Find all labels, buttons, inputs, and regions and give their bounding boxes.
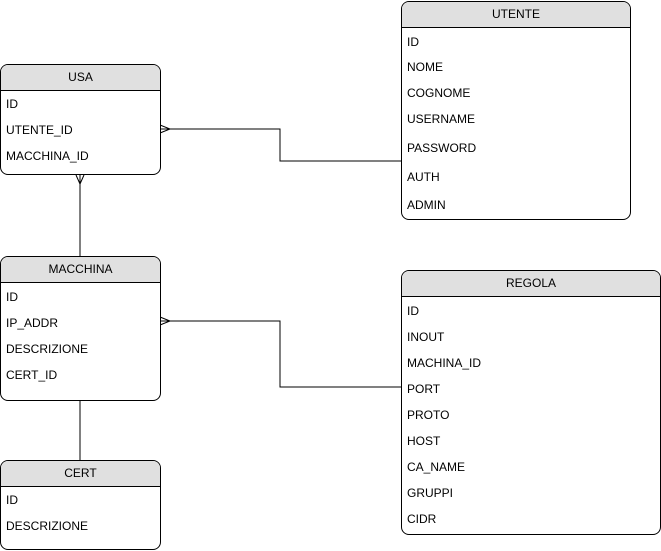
relation-usa-utente xyxy=(160,128,401,162)
field-ip-addr: IP_ADDR xyxy=(6,316,59,330)
entity-macchina[interactable]: MACCHINA ID IP_ADDR DESCRIZIONE CERT_ID xyxy=(0,256,161,401)
crowfoot-macchina-regola xyxy=(159,316,172,326)
entity-title-macchina: MACCHINA xyxy=(1,257,160,283)
entity-cert[interactable]: CERT ID DESCRIZIONE xyxy=(0,460,161,550)
field-nome: NOME xyxy=(407,60,443,74)
field-utente-id: UTENTE_ID xyxy=(6,123,73,137)
field-gruppi: GRUPPI xyxy=(407,486,454,500)
field-descrizione: DESCRIZIONE xyxy=(6,342,89,356)
field-id: ID xyxy=(6,290,18,304)
field-machina-id: MACHINA_ID xyxy=(407,356,482,370)
field-id: ID xyxy=(6,97,18,111)
field-port: PORT xyxy=(407,382,441,396)
field-username: USERNAME xyxy=(407,112,476,126)
entity-utente[interactable]: UTENTE ID NOME COGNOME USERNAME PASSWORD… xyxy=(401,1,631,220)
field-password: PASSWORD xyxy=(407,141,477,155)
entity-title-regola: REGOLA xyxy=(402,271,660,297)
field-id: ID xyxy=(407,35,419,49)
entity-regola[interactable]: REGOLA ID INOUT MACHINA_ID PORT PROTO HO… xyxy=(401,270,661,535)
field-proto: PROTO xyxy=(407,408,450,422)
field-cognome: COGNOME xyxy=(407,86,471,100)
entity-title-utente: UTENTE xyxy=(402,2,630,28)
field-inout: INOUT xyxy=(407,330,445,344)
field-descrizione: DESCRIZIONE xyxy=(6,519,89,533)
crowfoot-usa-macchina xyxy=(75,174,85,186)
field-ca-name: CA_NAME xyxy=(407,460,466,474)
entity-title-usa: USA xyxy=(1,65,160,91)
field-host: HOST xyxy=(407,434,441,448)
relation-macchina-regola xyxy=(160,320,401,388)
entity-usa[interactable]: USA ID UTENTE_ID MACCHINA_ID xyxy=(0,64,161,175)
field-cert-id: CERT_ID xyxy=(6,368,58,382)
entity-title-cert: CERT xyxy=(1,461,160,487)
field-auth: AUTH xyxy=(407,170,440,184)
field-cidr: CIDR xyxy=(407,512,437,526)
field-id: ID xyxy=(6,493,18,507)
crowfoot-usa-utente xyxy=(159,124,172,134)
field-macchina-id: MACCHINA_ID xyxy=(6,149,89,163)
field-id: ID xyxy=(407,304,419,318)
field-admin: ADMIN xyxy=(407,198,446,212)
